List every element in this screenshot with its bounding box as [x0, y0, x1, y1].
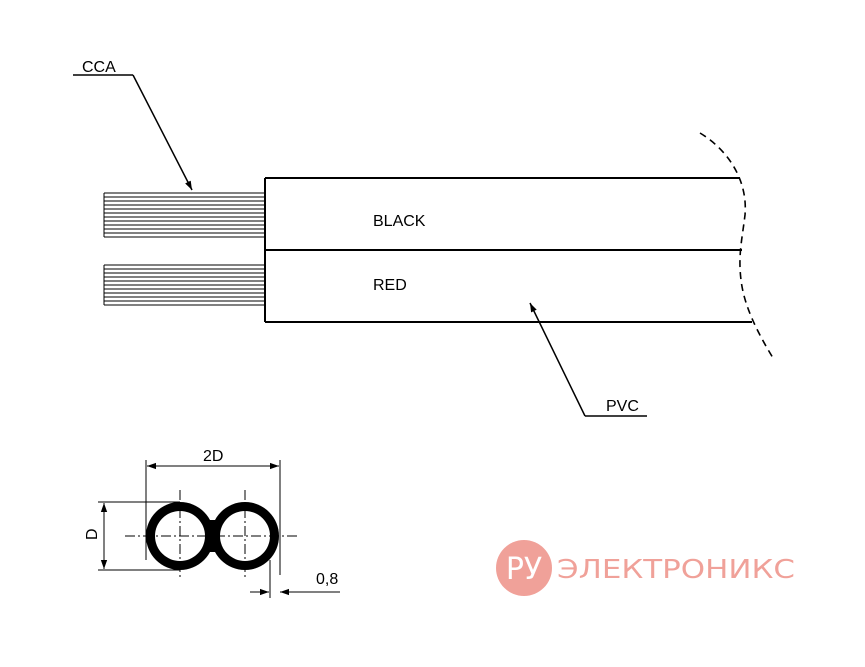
pvc-leader: [529, 302, 647, 417]
pvc-label: PVC: [606, 398, 639, 415]
cca-label: CCA: [82, 59, 116, 76]
conductor-strands-bottom: [103, 264, 265, 306]
cable-side-view: [73, 74, 774, 417]
black-core-label: BLACK: [373, 213, 426, 230]
break-line: [699, 132, 774, 359]
thickness-label: 0,8: [316, 571, 338, 588]
watermark-logo-circle: [496, 540, 552, 596]
center-lines: [125, 490, 300, 578]
watermark: РУ ЭЛЕКТРОНИКС: [496, 540, 795, 596]
red-core-label: RED: [373, 277, 407, 294]
width-label: 2D: [203, 448, 223, 465]
thickness-dimension: [250, 560, 340, 598]
conductor-strands-top: [103, 192, 265, 238]
watermark-brand: ЭЛЕКТРОНИКС: [557, 555, 795, 585]
width-dimension: [145, 460, 281, 575]
height-dimension: [98, 501, 180, 571]
cca-leader: [73, 74, 193, 191]
insulation-body: [264, 177, 752, 323]
height-label: D: [84, 528, 101, 540]
cable-cross-section: [98, 460, 340, 598]
watermark-logo-text: РУ: [506, 552, 542, 587]
